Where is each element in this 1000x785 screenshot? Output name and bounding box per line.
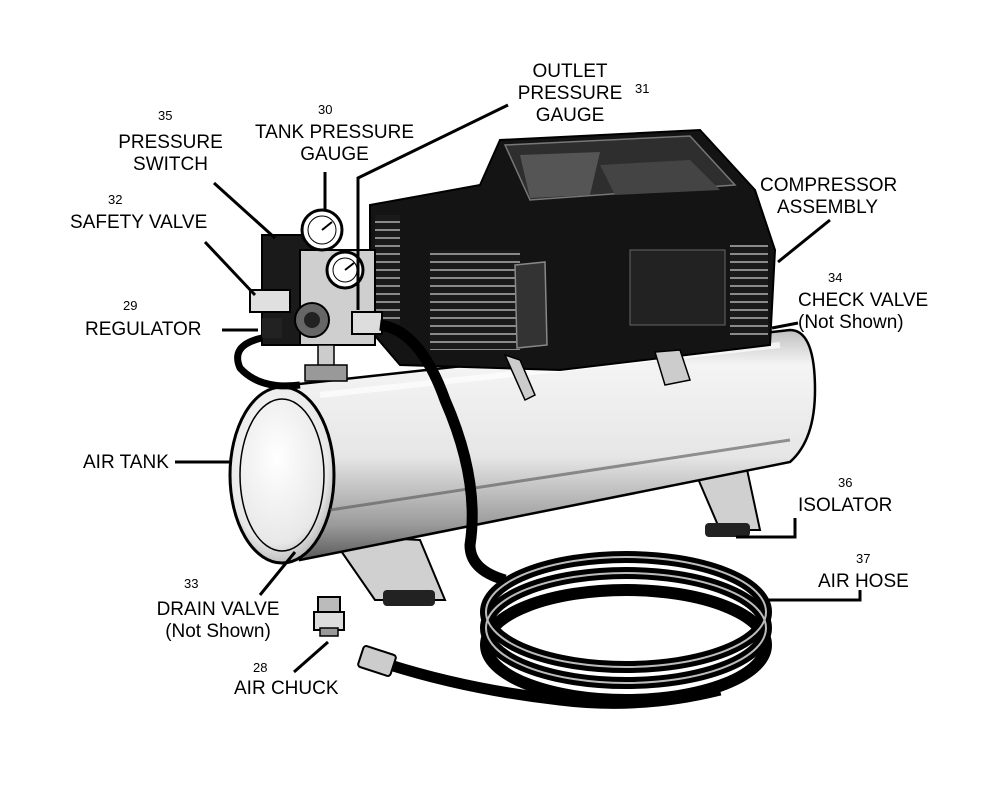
air-chuck	[313, 596, 345, 637]
outlet-gauge-label: OUTLET PRESSURE GAUGE	[517, 61, 623, 126]
outlet-gauge-number: 31	[635, 81, 650, 96]
check-valve-number: 34	[828, 270, 843, 285]
regulator-number: 29	[123, 298, 138, 313]
pressure-switch-number: 35	[158, 108, 173, 123]
safety-valve-label: SAFETY VALVE	[70, 212, 208, 233]
compressor-assembly	[369, 128, 777, 402]
leader-lines	[175, 103, 862, 674]
air-chuck-label: AIR CHUCK	[234, 678, 339, 699]
regulator-label: REGULATOR	[85, 319, 202, 340]
hose	[234, 319, 772, 709]
tank-gauge-label: TANK PRESSURE GAUGE	[254, 122, 415, 165]
safety-valve-number: 32	[108, 192, 123, 207]
isolator-number: 36	[838, 475, 853, 490]
drain-valve-label: DRAIN VALVE (Not Shown)	[156, 599, 280, 642]
air-hose-number: 37	[856, 551, 871, 566]
air-hose-label: AIR HOSE	[818, 571, 909, 592]
air-tank-label: AIR TANK	[83, 452, 169, 473]
drain-valve-number: 33	[184, 576, 199, 591]
air-chuck-number: 28	[253, 660, 268, 675]
check-valve-label: CHECK VALVE (Not Shown)	[798, 290, 929, 333]
pressure-switch-label: PRESSURE SWITCH	[118, 132, 223, 175]
tank-gauge-number: 30	[318, 102, 333, 117]
compressor-label: COMPRESSOR ASSEMBLY	[760, 175, 898, 218]
isolator-label: ISOLATOR	[798, 495, 893, 516]
control-cluster	[249, 208, 383, 382]
